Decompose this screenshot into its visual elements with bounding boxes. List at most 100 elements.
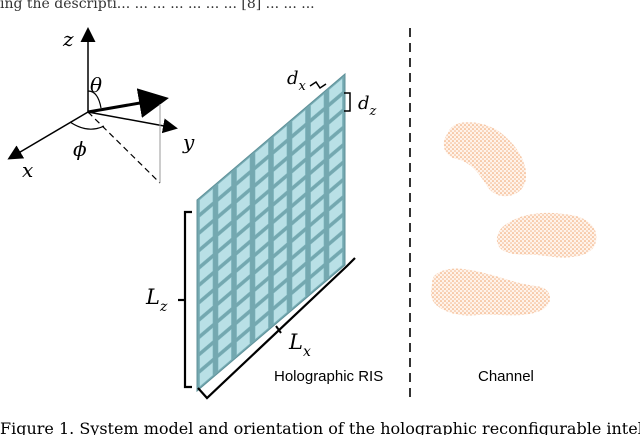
z-axis-label: z [62,27,74,51]
ris-element [273,159,288,186]
ris-element [328,130,343,156]
figure-caption: Figure 1. System model and orientation o… [0,419,640,435]
ris-element [310,267,325,293]
holographic-ris-panel [196,72,346,393]
ris-element [217,259,232,285]
ris-element [217,346,232,372]
channel-blob-1 [443,122,527,197]
ris-element [236,313,251,339]
ris-element [254,227,269,253]
ris-element [254,297,269,323]
ris-element [291,231,306,257]
x-axis [7,111,89,160]
ris-element [199,205,214,231]
ris-element [217,207,232,233]
ris-element [236,260,251,287]
ris-element [291,283,306,309]
ris-element [273,194,288,220]
ris-element [328,216,343,243]
theta-arc [87,90,102,109]
ris-element [273,125,288,151]
ris-element [291,161,306,187]
ris-element [236,191,251,217]
phi-label: ϕ [73,137,87,161]
ris-element [217,189,232,215]
ris-element [236,208,251,234]
lz-label: Lz [145,285,168,315]
ris-element [291,213,306,239]
ris-element [254,314,269,340]
ris-element [291,196,306,222]
ris-element [236,295,251,321]
projection-dashed-line [87,111,161,184]
ris-element [273,264,288,290]
ris-panel-background [196,72,346,393]
ris-element [328,199,343,225]
ris-element [310,163,325,189]
channel-blob-3 [430,268,551,316]
holographic-ris-label: Holographic RIS [274,368,383,385]
dx-label: dx [287,68,307,94]
coordinate-system [7,27,178,184]
ris-element [254,141,269,167]
ris-element [328,234,343,260]
ris-element [328,78,343,104]
ris-element [328,95,343,121]
ris-element [217,276,232,302]
header-text: ing the descripti... ... ... ... ... ...… [0,0,315,12]
dz-bracket [344,92,351,112]
ris-element [254,262,269,288]
ris-element [217,311,232,337]
ris-element [199,327,214,353]
ris-element [328,182,343,208]
ris-element [217,328,232,354]
ris-element [236,278,251,304]
ris-element [199,275,214,301]
ris-element [199,188,214,214]
lx-bracket [197,257,356,400]
ris-element [254,210,269,236]
ris-element [217,241,232,268]
ris-element [310,180,325,206]
ris-element [273,142,288,168]
dz-label: dz [358,93,377,119]
ris-element [273,177,288,203]
ris-element [254,158,269,184]
ris-element [310,111,325,137]
ris-element [291,178,306,205]
ris-element [199,361,214,387]
ris-element [254,193,269,219]
lx-label: Lx [288,330,311,360]
ris-element [199,222,214,249]
ris-element [328,164,343,190]
ris-element [291,144,306,170]
ris-element [291,265,306,291]
ris-element [310,93,325,119]
ris-element [199,257,214,283]
y-axis-label: y [182,130,195,154]
ris-element [199,240,214,266]
ris-element [328,112,343,138]
ris-element [236,174,251,200]
ris-element [273,281,288,307]
channel-blob-2 [496,212,597,258]
x-axis-label: x [22,158,33,182]
ris-element [291,248,306,274]
ris-element [310,215,325,241]
ris-element [199,292,214,318]
ris-element [291,109,306,135]
ris-element [273,246,288,272]
ris-element [273,298,288,324]
ris-element [310,232,325,258]
ris-element [310,128,325,154]
ris-element [328,147,343,173]
dx-bracket [309,80,327,90]
lx-tick [275,325,282,334]
ris-element [310,197,325,224]
ris-element [254,245,269,271]
ris-element [310,250,325,276]
ris-element [217,172,232,198]
theta-label: θ [90,73,102,97]
ris-element [254,279,269,306]
ris-element [199,344,214,370]
